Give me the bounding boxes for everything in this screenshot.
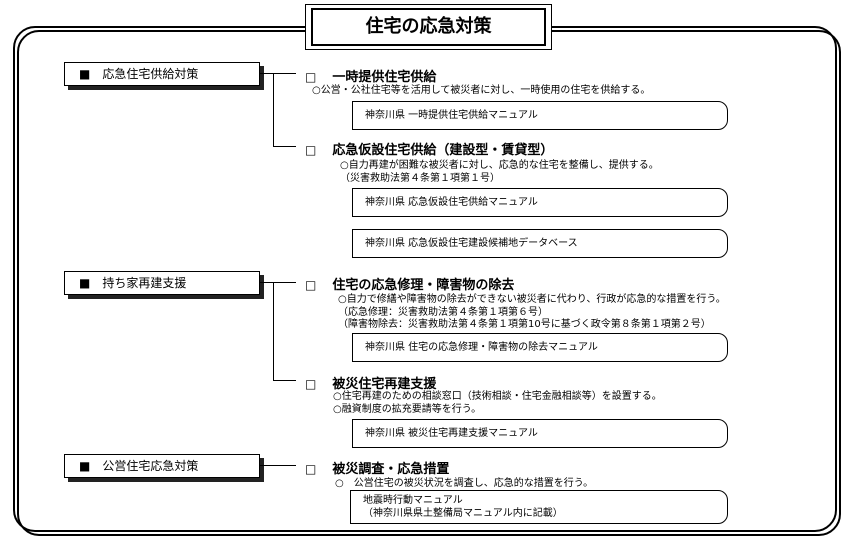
item-title-text: 住宅の応急修理・障害物の除去 <box>332 278 515 293</box>
manual-reference: 神奈川県 応急仮設住宅建設候補地データベース <box>352 229 728 258</box>
manual-reference: 神奈川県 一時提供住宅供給マニュアル <box>352 101 728 130</box>
manual-reference: 神奈川県 被災住宅再建支援マニュアル <box>352 419 728 448</box>
item-description: ○融資制度の拡充要請等を行う。 <box>333 404 482 415</box>
manual-reference-text: 神奈川県 住宅の応急修理・障害物の除去マニュアル <box>365 342 598 353</box>
item-title-text: 応急仮設住宅供給（建設型・賃貸型） <box>332 143 554 158</box>
checkbox-marker: □ <box>305 377 317 391</box>
checkbox-marker: □ <box>305 278 317 292</box>
item-emergency-temporary-housing-title: □ 応急仮設住宅供給（建設型・賃貸型） <box>305 139 553 158</box>
category-public-housing-emergency: ■ 公営住宅応急対策 <box>64 454 260 478</box>
manual-reference-text: 神奈川県 応急仮設住宅供給マニュアル <box>365 197 538 208</box>
item-description: ○住宅再建のための相談窓口（技術相談・住宅金融相談等）を設置する。 <box>333 391 662 402</box>
checkbox-marker: □ <box>305 70 317 84</box>
category-emergency-housing-supply: ■ 応急住宅供給対策 <box>64 62 260 86</box>
item-description: ○ 公営住宅の被災状況を調査し、応急的な措置を行う。 <box>335 478 594 489</box>
manual-reference: 神奈川県 住宅の応急修理・障害物の除去マニュアル <box>352 333 728 362</box>
item-description: （障害物除去：災害救助法第４条第１項第10号に基づく政令第８条第１項第２号） <box>338 319 711 330</box>
manual-reference-text: 神奈川県 被災住宅再建支援マニュアル <box>365 428 538 439</box>
connector-line <box>273 380 296 381</box>
category-home-rebuilding-support: ■ 持ち家再建支援 <box>64 271 260 295</box>
manual-reference-text: 神奈川県 一時提供住宅供給マニュアル <box>365 110 538 121</box>
item-description: ○自力で修繕や障害物の除去ができない被災者に代わり、行政が応急的な措置を行う。 <box>338 294 726 305</box>
manual-reference-text: 神奈川県 応急仮設住宅建設候補地データベース <box>365 238 578 249</box>
manual-reference: 神奈川県 応急仮設住宅供給マニュアル <box>352 188 728 217</box>
connector-line <box>260 73 296 74</box>
manual-reference-note: （神奈川県県土整備局マニュアル内に記載） <box>363 508 563 519</box>
item-damage-survey-title: □ 被災調査・応急措置 <box>305 458 449 477</box>
item-title-text: 一時提供住宅供給 <box>332 70 437 85</box>
connector-line <box>260 465 296 466</box>
item-housing-rebuild-support-title: □ 被災住宅再建支援 <box>305 373 436 392</box>
item-title-text: 被災調査・応急措置 <box>332 462 450 477</box>
item-description: ○自力再建が困難な被災者に対し、応急的な住宅を整備し、提供する。 <box>340 160 659 171</box>
connector-line <box>260 282 296 283</box>
item-temporary-housing-title: □ 一時提供住宅供給 <box>305 66 436 85</box>
connector-line <box>273 282 274 380</box>
manual-reference: 地震時行動マニュアル （神奈川県県土整備局マニュアル内に記載） <box>350 490 728 524</box>
connector-line <box>273 73 274 146</box>
connector-line <box>273 146 296 147</box>
checkbox-marker: □ <box>305 462 317 476</box>
page-title: 住宅の応急対策 <box>311 8 546 46</box>
item-description: （応急修理：災害救助法第４条第１項第６号） <box>338 307 548 318</box>
checkbox-marker: □ <box>305 143 317 157</box>
manual-reference-text: 地震時行動マニュアル <box>363 495 463 506</box>
item-description: ○公営・公社住宅等を活用して被災者に対し、一時使用の住宅を供給する。 <box>312 85 651 96</box>
item-description: （災害救助法第４条第１項第１号） <box>340 173 500 184</box>
item-title-text: 被災住宅再建支援 <box>332 377 437 392</box>
item-emergency-repair-title: □ 住宅の応急修理・障害物の除去 <box>305 274 514 293</box>
